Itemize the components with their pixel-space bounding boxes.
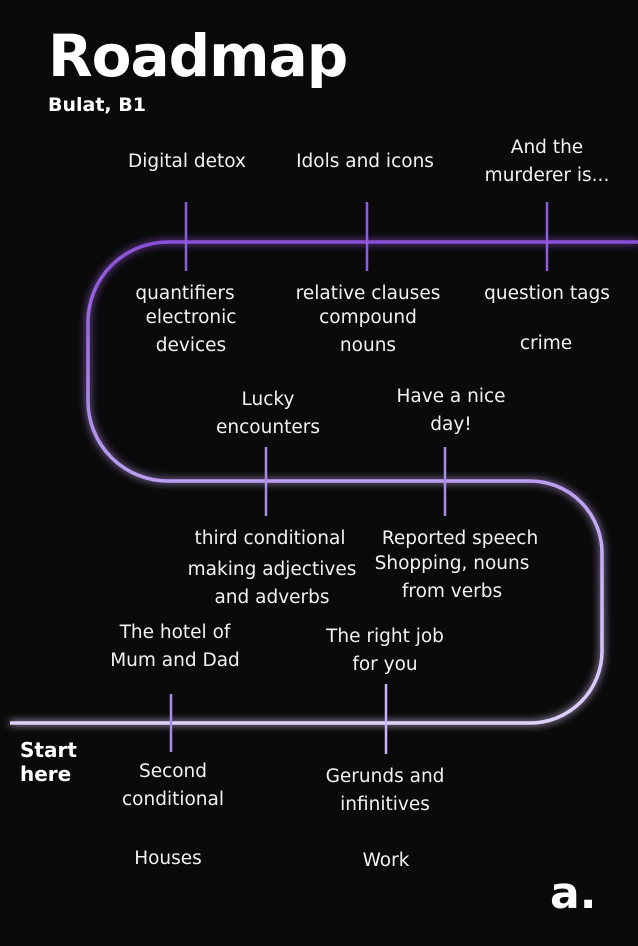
unit-vocabulary: Shopping, nouns from verbs xyxy=(375,550,530,606)
unit-title-line: for you xyxy=(352,654,418,675)
unit-vocabulary-line: making adjectives xyxy=(187,559,357,580)
unit-vocabulary-line: Work xyxy=(362,850,410,871)
unit-vocabulary-line: electronic xyxy=(145,307,237,328)
unit-title-line: murderer is... xyxy=(484,165,610,186)
unit-grammar-line: Reported speech xyxy=(381,528,539,549)
unit-grammar-line: Gerunds and xyxy=(325,766,445,787)
unit-vocabulary: Houses xyxy=(134,845,202,873)
unit-vocabulary: Work xyxy=(363,847,410,875)
unit-grammar-line: question tags xyxy=(484,283,610,304)
unit-title-line: Mum and Dad xyxy=(110,650,240,671)
unit-title-line: And the xyxy=(510,137,584,158)
unit-vocabulary: crime xyxy=(520,330,572,358)
unit-title: Idols and icons xyxy=(296,148,434,176)
unit-title-line: Have a nice xyxy=(396,386,506,407)
unit-vocabulary-line: crime xyxy=(519,333,573,354)
unit-grammar-line: relative clauses xyxy=(295,283,441,304)
unit-grammar-line: third conditional xyxy=(194,528,346,549)
unit-vocabulary-line: devices xyxy=(155,335,227,356)
unit-title: Digital detox xyxy=(128,148,246,176)
unit-title: The right job for you xyxy=(326,623,444,679)
unit-grammar: Reported speech xyxy=(382,525,538,553)
unit-vocabulary-line: compound xyxy=(319,307,417,328)
unit-vocabulary: compound nouns xyxy=(319,304,417,360)
page-title: Roadmap xyxy=(48,22,348,90)
start-label-line: Start xyxy=(20,738,77,762)
unit-vocabulary: making adjectives and adverbs xyxy=(188,556,357,612)
unit-grammar: third conditional xyxy=(194,525,345,553)
unit-grammar-line: conditional xyxy=(121,789,225,810)
unit-grammar: quantifiers xyxy=(135,280,234,308)
unit-grammar: relative clauses xyxy=(296,280,441,308)
unit-title: And the murderer is... xyxy=(485,134,610,190)
unit-vocabulary-line: from verbs xyxy=(401,581,503,602)
unit-title: Lucky encounters xyxy=(216,386,320,442)
unit-title-line: day! xyxy=(430,414,472,435)
unit-title-line: Lucky xyxy=(241,389,295,410)
unit-vocabulary-line: Houses xyxy=(134,848,202,869)
unit-grammar-line: quantifiers xyxy=(135,283,235,304)
unit-vocabulary-line: Shopping, nouns xyxy=(374,553,530,574)
unit-title-line: encounters xyxy=(216,417,320,438)
road-line xyxy=(10,240,638,725)
unit-vocabulary: electronic devices xyxy=(146,304,237,360)
unit-title-line: Idols and icons xyxy=(296,151,434,172)
unit-vocabulary-line: and adverbs xyxy=(214,587,330,608)
unit-grammar: Gerunds and infinitives xyxy=(326,763,445,819)
unit-grammar: Second conditional xyxy=(122,758,224,814)
start-label-line: here xyxy=(20,762,72,786)
brand-logo: a. xyxy=(550,868,597,919)
unit-title: Have a nice day! xyxy=(396,383,505,439)
unit-title-line: The right job xyxy=(326,626,444,647)
unit-title-line: Digital detox xyxy=(128,151,246,172)
page-subtitle: Bulat, B1 xyxy=(48,94,146,116)
unit-title-line: The hotel of xyxy=(119,622,231,643)
unit-grammar: question tags xyxy=(484,280,610,308)
unit-vocabulary-line: nouns xyxy=(339,335,397,356)
unit-grammar-line: infinitives xyxy=(340,794,430,815)
unit-grammar-line: Second xyxy=(138,761,208,782)
start-label: Start here xyxy=(20,738,77,786)
unit-title: The hotel of Mum and Dad xyxy=(110,619,240,675)
